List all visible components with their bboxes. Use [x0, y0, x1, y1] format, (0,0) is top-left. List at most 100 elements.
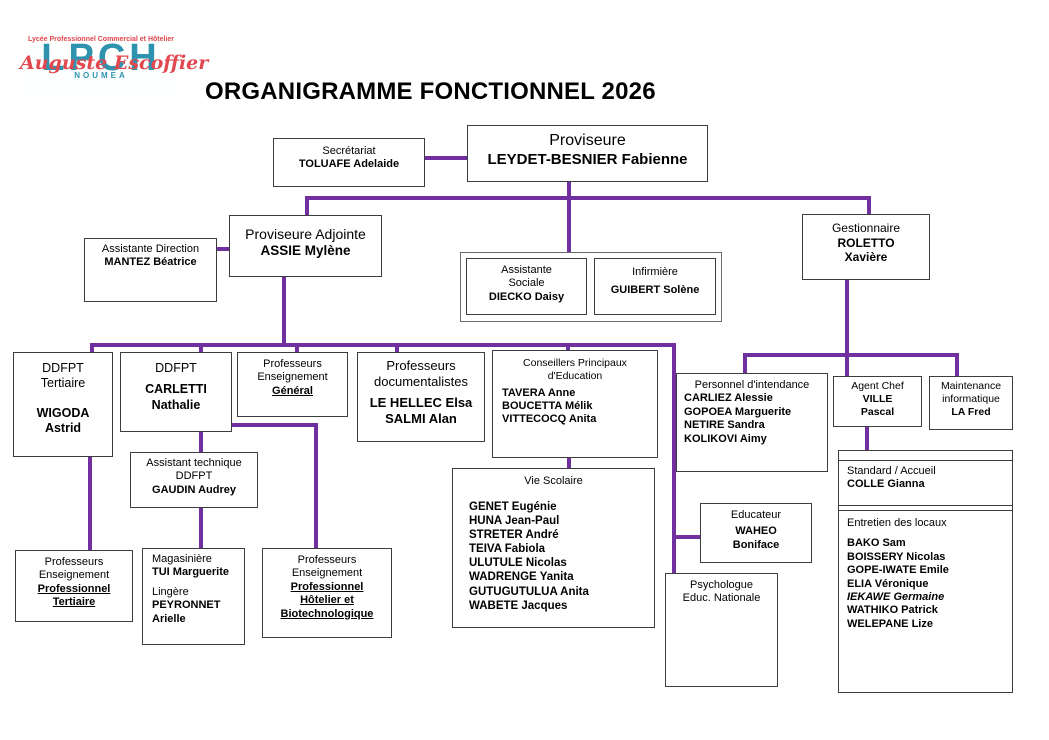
org-group-sante: Assistante Sociale DIECKO Daisy Infirmiè… [460, 252, 722, 322]
role-label: DDFPT [175, 470, 213, 483]
person-name: WATHIKO Patrick [847, 604, 938, 617]
school-logo: Lycée Professionnel Commercial et Hôteli… [20, 36, 209, 100]
org-box-educateur: Educateur WAHEO Boniface [700, 503, 812, 563]
logo-school-name: Lycée Professionnel Commercial et Hôteli… [27, 36, 174, 43]
connector-line [199, 343, 203, 352]
org-box-assistant-technique: Assistant technique DDFPT GAUDIN Audrey [130, 452, 258, 508]
connector-line [199, 508, 203, 548]
role-label: Tertiaire [52, 596, 96, 609]
person-name: TAVERA Anne [502, 386, 576, 399]
connector-line [305, 196, 871, 200]
page-title: ORGANIGRAMME FONCTIONNEL 2026 [205, 78, 656, 105]
logo-acronym: LPCH [41, 37, 161, 79]
divider-strip [839, 506, 1012, 511]
connector-line [672, 343, 676, 573]
person-name: DIECKO Daisy [488, 290, 565, 303]
connector-line [90, 343, 94, 352]
person-name: GOPOEA Marguerite [684, 405, 792, 418]
person-name: WAHEO [735, 525, 777, 538]
person-name: IEKAWE Germaine [847, 591, 945, 604]
org-box-entretien: Entretien des locaux BAKO Sam BOISSERY N… [839, 511, 1012, 631]
role-label: Enseignement [38, 569, 110, 582]
person-name: BOISSERY Nicolas [847, 550, 946, 563]
role-label: Psychologue [690, 579, 753, 591]
connector-line [867, 196, 871, 214]
org-box-vie-scolaire: Vie Scolaire GENET Eugénie HUNA Jean-Pau… [452, 468, 655, 628]
role-label: Professeurs [44, 556, 104, 568]
role-label: Magasinière [152, 553, 212, 565]
person-name: LEYDET-BESNIER Fabienne [487, 150, 688, 168]
org-box-maintenance: Maintenance informatique LA Fred [929, 376, 1013, 430]
person-name: VILLE [862, 392, 893, 405]
connector-line [232, 423, 318, 427]
org-box-assistante-direction: Assistante Direction MANTEZ Béatrice [84, 238, 217, 302]
org-box-agent-chef: Agent Chef VILLE Pascal [833, 376, 922, 427]
person-name: WABETE Jacques [469, 599, 568, 612]
role-label: Personnel d'intendance [694, 379, 810, 391]
person-name: SALMI Alan [385, 410, 457, 426]
person-name: WADRENGE Yanita [469, 571, 574, 584]
org-box-intendance: Personnel d'intendance CARLIEZ Alessie G… [676, 373, 828, 472]
role-label: Lingère [152, 585, 189, 598]
person-name: BAKO Sam [847, 537, 906, 550]
connector-line [314, 423, 318, 548]
connector-line [395, 343, 399, 352]
person-name: NETIRE Sandra [684, 419, 765, 432]
person-name: Boniface [732, 538, 780, 551]
connector-line [305, 196, 309, 215]
connector-line [672, 535, 700, 539]
connector-line [955, 353, 959, 376]
person-name: Arielle [152, 612, 186, 625]
person-name: CARLIEZ Alessie [684, 392, 773, 405]
person-name: CARLETTI [145, 382, 207, 397]
person-name: TUI Marguerite [152, 566, 230, 579]
role-label: Tertiaire [40, 376, 86, 391]
logo-script-name: Auguste Escoffier [20, 52, 209, 74]
org-box-proviseure: Proviseure LEYDET-BESNIER Fabienne [467, 125, 708, 182]
connector-line [90, 343, 676, 347]
connector-line [743, 353, 747, 373]
person-name: Nathalie [151, 397, 201, 412]
person-name: TOLUAFE Adelaide [298, 158, 400, 171]
role-label: Assistante [501, 264, 552, 276]
person-name: ROLETTO [837, 235, 895, 250]
person-name: VITTECOCQ Anita [502, 413, 597, 426]
org-group-accueil-entretien: Standard / Accueil COLLE Gianna Entretie… [838, 450, 1013, 693]
connector-line [217, 247, 229, 251]
connector-line [865, 427, 869, 450]
org-box-secretariat: Secrétariat TOLUAFE Adelaide [273, 138, 425, 187]
role-label: Gestionnaire [831, 221, 901, 235]
org-box-prof-hotelier: Professeurs Enseignement Professionnel H… [262, 548, 392, 638]
role-label: Enseignement [291, 567, 363, 580]
role-label: Secrétariat [322, 145, 376, 157]
divider-strip [839, 451, 1012, 461]
role-label: Hôtelier et [300, 594, 354, 607]
role-label: Conseillers Principaux [523, 357, 627, 369]
org-box-magasiniere-lingere: Magasinière TUI Marguerite Lingère PEYRO… [142, 548, 245, 645]
connector-line [743, 353, 959, 357]
role-label: d'Education [547, 369, 603, 382]
person-name: ULUTULE Nicolas [469, 557, 567, 570]
person-name: Astrid [44, 420, 82, 435]
role-label: Assistant technique [146, 457, 242, 469]
role-label: Général [272, 384, 313, 397]
role-label: DDFPT [155, 361, 197, 375]
org-box-infirmiere: Infirmière GUIBERT Solène [594, 258, 716, 315]
person-name: MANTEZ Béatrice [104, 256, 197, 269]
person-name: GAUDIN Audrey [152, 483, 236, 496]
connector-line [425, 156, 467, 160]
org-box-ddfpt-carletti: DDFPT CARLETTI Nathalie [120, 352, 232, 432]
role-label: Entretien des locaux [847, 517, 947, 529]
connector-line [567, 458, 571, 468]
person-name: LE HELLEC Elsa [369, 394, 473, 410]
person-name: WIGODA [36, 405, 90, 420]
org-box-ddfpt-tertiaire: DDFPT Tertiaire WIGODA Astrid [13, 352, 113, 457]
role-label: documentalistes [374, 373, 468, 389]
connector-line [282, 277, 286, 343]
org-box-assistante-sociale: Assistante Sociale DIECKO Daisy [466, 258, 587, 315]
person-name: BOUCETTA Mélik [502, 400, 593, 412]
person-name: GUTUGUTULUA Anita [469, 585, 589, 598]
person-name: KOLIKOVI Aimy [684, 432, 767, 445]
person-name: ASSIE Mylène [260, 243, 351, 259]
person-name: TEIVA Fabiola [469, 543, 546, 556]
